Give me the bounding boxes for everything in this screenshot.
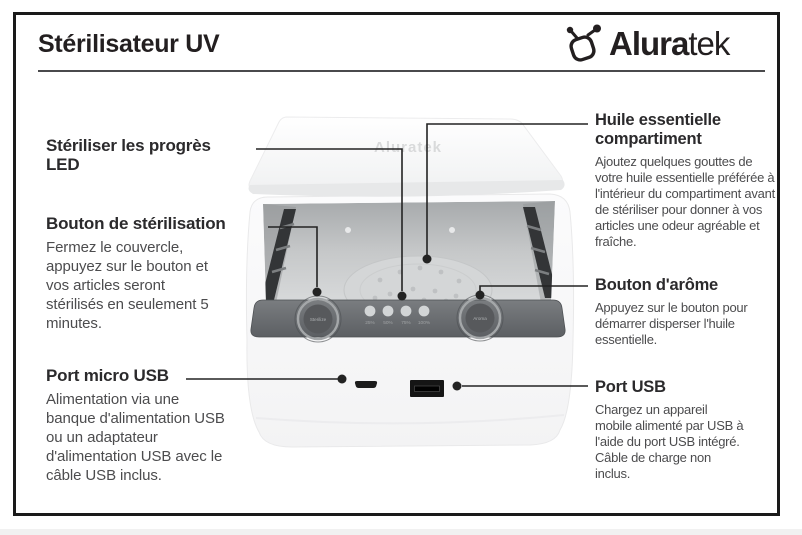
callout-micro-usb-body: Alimentation via une banque d'alimentati… (46, 391, 225, 484)
callout-usb-port-body: Chargez un appareil mobile alimenté par … (595, 402, 744, 481)
led-25 (364, 305, 376, 317)
callout-aroma-button-heading: Bouton d'arôme (595, 276, 719, 294)
usb-port (410, 380, 444, 397)
lid-embossed-logo: Aluratek (374, 139, 442, 156)
aroma-button-label: Aroma (473, 316, 487, 321)
callout-sterilize-button-body: Fermez le couvercle, appuyez sur le bout… (46, 239, 209, 332)
callout-sterilize-led-heading: Stériliser les progrès LED (46, 136, 211, 174)
led-50 (382, 305, 394, 317)
callout-micro-usb: Port micro USB Alimentation via une banq… (46, 366, 246, 485)
brand-logo-text: Aluratek (609, 22, 730, 66)
brand-name-bold: Alura (609, 25, 689, 62)
callout-sterilize-led: Stériliser les progrès LED (46, 136, 244, 174)
led-progress-indicators: 25% 50% 75% 100% (364, 305, 431, 326)
page-title: Stérilisateur UV (38, 30, 220, 58)
led-label-75: 75% (401, 320, 411, 326)
callout-usb-port: Port USB Chargez un appareil mobile alim… (595, 378, 745, 482)
brand-logo: Aluratek (563, 22, 730, 66)
sterilize-button: Sterilize (294, 295, 342, 343)
callout-oil-compartment-heading: Huile essentielle compartiment (595, 111, 721, 148)
floor-highlight-dot (449, 227, 455, 233)
floor-highlight-dot (345, 227, 351, 233)
led-label-25: 25% (365, 320, 375, 326)
sterilize-button-label: Sterilize (310, 317, 327, 322)
brand-logo-icon (566, 24, 601, 62)
led-label-50: 50% (383, 320, 393, 326)
callout-sterilize-button: Bouton de stérilisation Fermez le couver… (46, 214, 268, 333)
callout-aroma-button: Bouton d'arôme Appuyez sur le bouton pou… (595, 276, 755, 348)
callout-sterilize-button-heading: Bouton de stérilisation (46, 214, 226, 233)
callout-aroma-button-body: Appuyez sur le bouton pour démarrer disp… (595, 300, 748, 347)
callout-oil-compartment-body: Ajoutez quelques gouttes de votre huile … (595, 154, 775, 249)
led-100 (418, 305, 430, 317)
uv-sterilizer-illustration: Sterilize Aroma 25% 50% 75% 100% Alurate… (245, 116, 575, 448)
callout-usb-port-heading: Port USB (595, 378, 666, 396)
callout-micro-usb-heading: Port micro USB (46, 366, 169, 385)
led-label-100: 100% (418, 320, 431, 326)
device-base-seam (255, 414, 565, 425)
brand-name-light: tek (688, 25, 730, 62)
callout-oil-compartment: Huile essentielle compartiment Ajoutez q… (595, 111, 780, 250)
device-lid: Aluratek (248, 116, 565, 197)
led-75 (400, 305, 412, 317)
header-divider (38, 70, 765, 72)
micro-usb-port (354, 381, 378, 388)
bottom-strip (0, 529, 802, 535)
